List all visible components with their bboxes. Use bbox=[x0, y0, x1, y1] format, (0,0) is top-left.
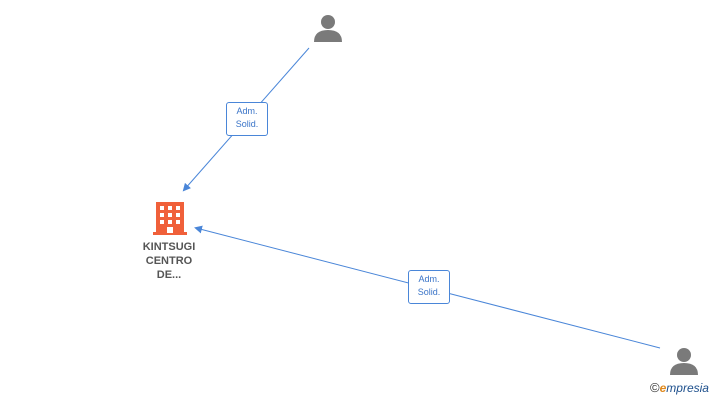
edge-label-bottom: Adm. Solid. bbox=[408, 270, 450, 304]
company-name-line: KINTSUGI bbox=[142, 241, 196, 253]
edge-label-line: Adm. bbox=[236, 106, 258, 116]
brand-watermark: ©empresia bbox=[650, 380, 709, 395]
person-node-bottom[interactable] bbox=[669, 347, 699, 377]
brand-logo-text: mpresia bbox=[666, 381, 709, 395]
person-node-top[interactable] bbox=[313, 14, 343, 44]
copyright-symbol: © bbox=[650, 380, 660, 395]
company-name[interactable]: KINTSUGI CENTRO DE... bbox=[124, 240, 214, 282]
edge-label-top: Adm. Solid. bbox=[226, 102, 268, 136]
edge-label-line: Solid. bbox=[235, 119, 259, 129]
company-name-line: DE... bbox=[156, 269, 182, 281]
person-icon bbox=[314, 15, 342, 42]
edge-label-line: Solid. bbox=[417, 287, 441, 297]
brand-logo-initial: e bbox=[659, 381, 667, 395]
company-name-line: CENTRO bbox=[145, 255, 193, 267]
edge-label-line: Adm. bbox=[418, 274, 440, 284]
building-icon bbox=[153, 202, 187, 235]
person-icon bbox=[670, 348, 698, 375]
company-node[interactable] bbox=[153, 200, 187, 236]
